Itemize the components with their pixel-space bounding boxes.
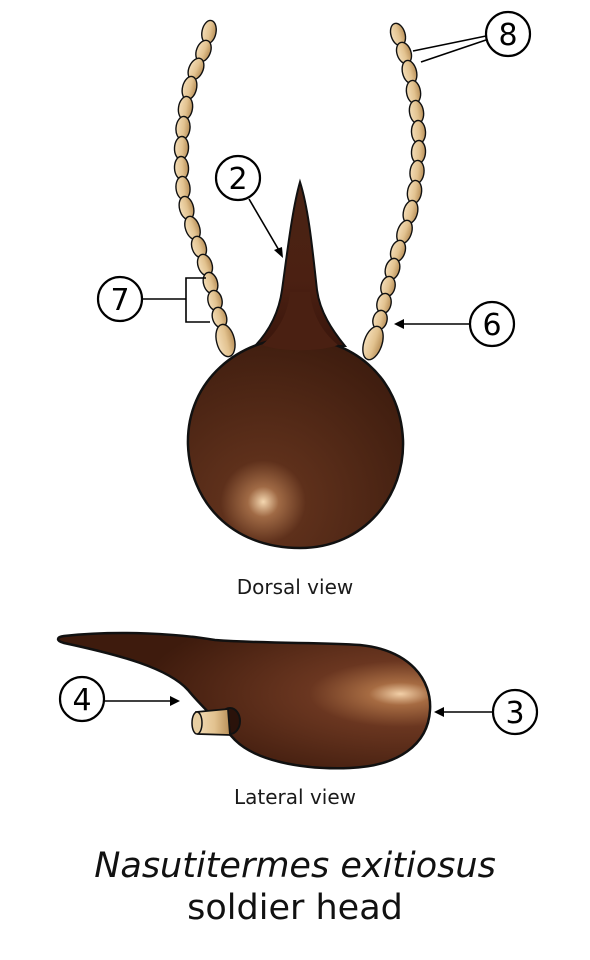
callout-3: 3 (434, 688, 539, 736)
callout-8: 8 (412, 10, 532, 63)
species-name: Nasutitermes exitiosus (94, 846, 496, 886)
callout-7: 7 (96, 275, 210, 323)
left-antenna (173, 19, 236, 358)
callout-4: 4 (58, 675, 180, 723)
lateral-view (56, 631, 432, 770)
lateral-antenna-stub (191, 707, 241, 736)
nasus-base (262, 292, 338, 351)
callout-8-number: 8 (498, 18, 517, 53)
callout-4-number: 4 (72, 683, 91, 718)
callout-2-number: 2 (228, 162, 247, 197)
figure-title: Nasutitermes exitiosus soldier head (0, 845, 590, 929)
callout-3-number: 3 (505, 696, 524, 731)
dorsal-view (173, 19, 427, 550)
head-capsule-dorsal (186, 336, 405, 550)
callout-7-number: 7 (110, 283, 129, 318)
lateral-view-label: Lateral view (234, 785, 356, 809)
antenna-segment (362, 325, 384, 361)
callout-2: 2 (214, 154, 283, 258)
antenna-segment (215, 323, 236, 358)
right-antenna (362, 22, 427, 361)
callout-6: 6 (394, 300, 516, 348)
caste-label: soldier head (187, 888, 403, 928)
callout-6-number: 6 (482, 308, 501, 343)
head-capsule-lateral (56, 631, 432, 770)
dorsal-view-label: Dorsal view (236, 575, 354, 599)
